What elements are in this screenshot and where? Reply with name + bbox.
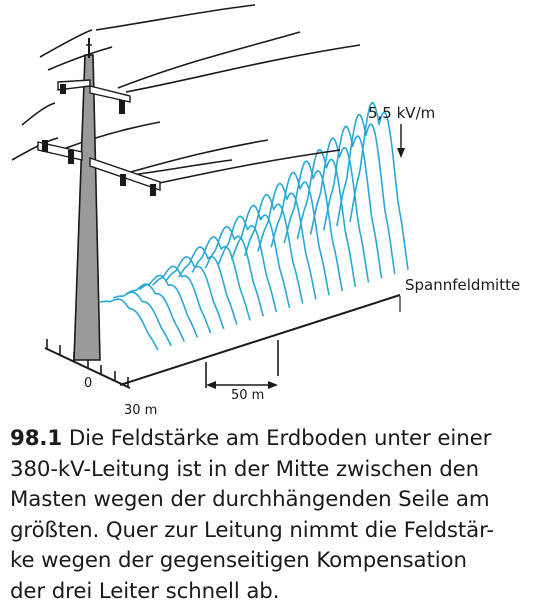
caption-line: 380-kV-Leitung ist in der Mitte zwischen…: [10, 456, 480, 482]
field-curve: [217, 215, 278, 313]
field-curve: [126, 283, 186, 342]
field-curve: [139, 274, 199, 338]
pylon: [37, 38, 161, 361]
field-curve: [270, 171, 330, 296]
caption-line: Die Feldstärke am Erdboden unter einer: [68, 426, 492, 451]
midspan-label: Spannfeldmitte: [405, 276, 520, 294]
field-curve: [99, 298, 159, 351]
field-curve: [178, 246, 238, 325]
caption-text: Die Feldstärke am Erdboden unter einer 38…: [10, 426, 494, 604]
field-curve: [336, 113, 396, 275]
origin-label: 0: [84, 376, 92, 391]
caption-number: 98.1: [10, 426, 63, 451]
field-curve: [322, 125, 383, 279]
conductor-cables: [11, 4, 361, 186]
field-curve: [296, 148, 357, 287]
field-curve: [152, 265, 212, 334]
field-curves: [99, 102, 409, 351]
caption-line: ke wegen der gegenseitigen Kompensation: [10, 548, 467, 573]
field-curve: [349, 102, 409, 271]
cross-distance-label: 30 m: [124, 403, 157, 418]
field-curve: [230, 204, 291, 309]
figure-caption: 98.1 Die Feldstärke am Erdboden unter ei…: [10, 424, 528, 607]
caption-line: der drei Leiter schnell ab.: [10, 578, 280, 604]
peak-arrow: [397, 124, 405, 158]
field-curve: [283, 160, 343, 292]
field-curve: [113, 291, 172, 347]
scale-label: 50 m: [231, 388, 264, 403]
scale-bar-50m: [205, 340, 279, 389]
peak-value-label: 5,5 kV/m: [368, 104, 435, 122]
field-curve: [257, 182, 317, 300]
field-curve: [309, 137, 370, 283]
field-curve: [243, 193, 304, 304]
caption-line: größten. Quer zur Leitung nimmt die Feld…: [10, 517, 495, 543]
field-strength-diagram: 50 m 0 30 m Spannfeldmitte 5,5 kV/m: [11, 4, 520, 418]
caption-line: Masten wegen der durchhängenden Seile am: [10, 487, 490, 512]
ground-axis-line: [119, 294, 401, 386]
field-curve: [204, 225, 265, 317]
field-curve: [191, 236, 251, 321]
